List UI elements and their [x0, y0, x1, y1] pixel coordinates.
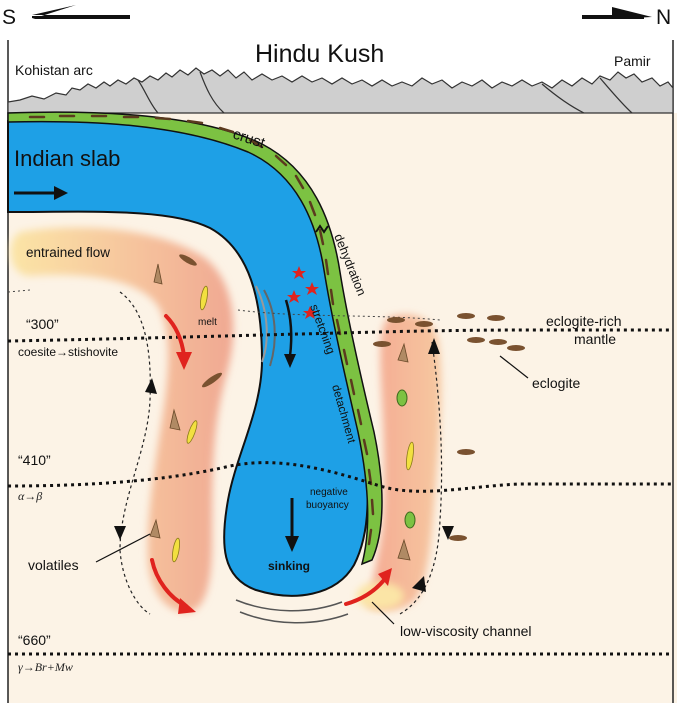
north-arrow-head	[612, 7, 652, 19]
circ-arrow-2	[114, 526, 126, 540]
south-arrow-icon	[32, 5, 130, 19]
circulation-right	[399, 341, 443, 615]
label-entrained-flow: entrained flow	[26, 245, 110, 260]
label-indian-slab: Indian slab	[14, 146, 120, 171]
entrained-flow-right	[368, 314, 442, 610]
label-buoyancy: buoyancy	[306, 500, 349, 511]
label-mantle: mantle	[574, 331, 616, 347]
red-arrow-head-2	[178, 598, 196, 614]
left-inclusions	[149, 254, 222, 563]
red-arrow-head-3	[378, 568, 392, 586]
red-arrow-head-1	[176, 352, 192, 370]
circ-arrow-1	[145, 378, 157, 394]
depth-300-label: “300”	[26, 316, 59, 332]
region-west: Kohistan arc	[15, 62, 93, 78]
direction-north: N	[656, 6, 671, 29]
bottom-arcs	[235, 599, 349, 624]
dehydration-marker	[315, 224, 329, 234]
depth-line-410	[7, 461, 673, 493]
leader-lines	[95, 355, 529, 625]
depth-300-transition: coesite→stishovite	[18, 345, 118, 359]
right-inclusions	[396, 342, 416, 561]
label-melt: melt	[198, 317, 217, 328]
label-eclogite: eclogite	[532, 375, 580, 391]
entrained-flow-left	[10, 227, 234, 613]
stretching-arrow	[284, 299, 293, 357]
label-negative: negative	[310, 487, 348, 498]
slab-motion-head	[54, 186, 68, 200]
stretching-arcs	[255, 285, 276, 367]
stretching-arrow-head	[284, 354, 296, 368]
region-east: Pamir	[614, 53, 651, 69]
sinking-arrow-head	[285, 536, 299, 552]
upper-boundary-dotted	[7, 289, 441, 321]
topography	[7, 67, 674, 114]
depth-410-label: “410”	[18, 452, 51, 468]
red-stars	[287, 266, 319, 319]
depth-660-label: “660”	[18, 632, 51, 648]
label-sinking: sinking	[268, 559, 310, 573]
circ-arrow-4	[412, 576, 426, 592]
eclogite-pieces	[373, 313, 525, 541]
depth-660-transition: γ→Br+Mw	[18, 660, 73, 674]
thrust-faults	[137, 71, 633, 114]
label-low-viscosity-channel: low-viscosity channel	[400, 623, 532, 639]
depth-410-transition: α→β	[18, 489, 42, 503]
circulation-left	[119, 291, 151, 615]
circ-arrow-5	[442, 526, 454, 540]
crust-band	[7, 111, 383, 566]
label-eclogite-rich: eclogite-rich	[546, 313, 621, 329]
flow-bottom-right	[356, 582, 404, 610]
label-volatiles: volatiles	[28, 557, 79, 573]
depth-line-300	[7, 328, 673, 343]
circ-arrow-3	[428, 338, 440, 354]
direction-south: S	[2, 6, 16, 29]
map-title: Hindu Kush	[255, 40, 384, 68]
